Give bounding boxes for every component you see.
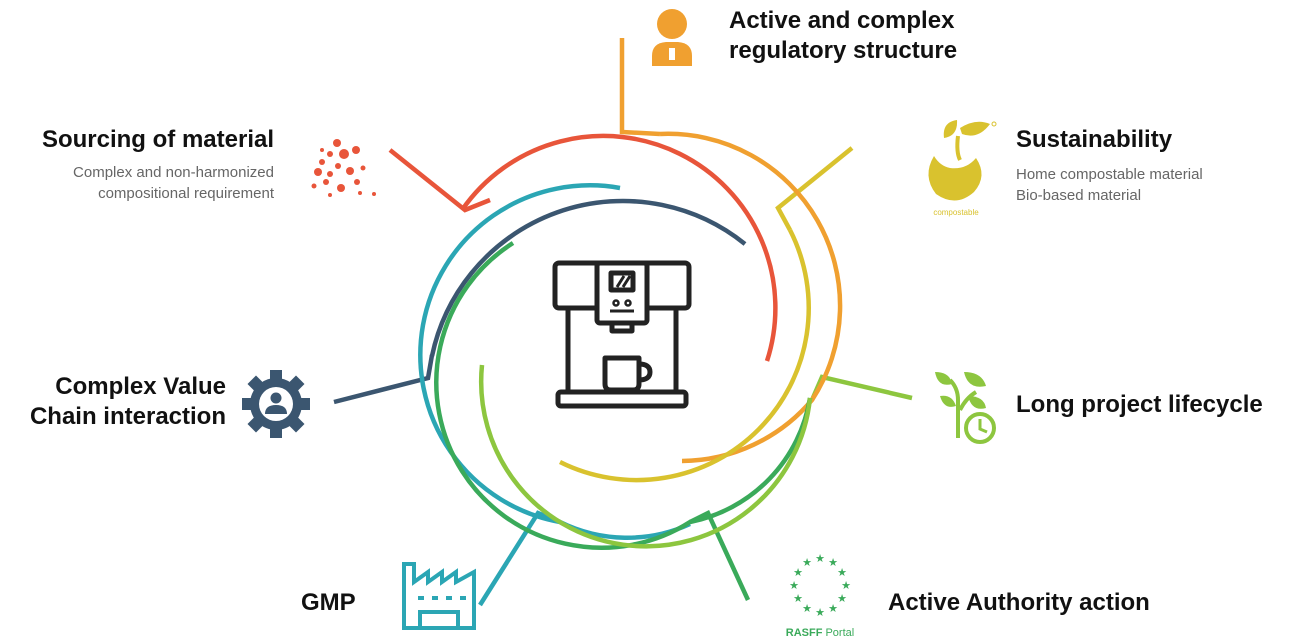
regulatory-title-line-2: regulatory structure — [729, 37, 958, 64]
value-chain-title-line-2: Chain interaction — [29, 403, 226, 430]
svg-text:★: ★ — [802, 602, 812, 615]
spoke-value-chain — [333, 354, 435, 405]
svg-text:★: ★ — [841, 579, 851, 592]
regulatory-title: Active and complex regulatory structure — [729, 6, 957, 66]
dots-icon — [311, 139, 376, 197]
arc-lime — [478, 364, 813, 549]
svg-text:★: ★ — [837, 592, 847, 605]
arc-yellow — [558, 228, 811, 483]
svg-text:★: ★ — [828, 556, 838, 569]
rasff-logo-bold: RASFF — [786, 627, 823, 639]
spoke-authority — [688, 509, 751, 601]
arc-green — [434, 241, 813, 550]
value-chain-title-line-1: Complex Value — [55, 373, 226, 400]
lifecycle-title: Long project lifecycle — [1016, 391, 1263, 418]
sourcing-title: Sourcing of material — [41, 126, 274, 153]
sourcing-desc: Complex and non-harmonized compositional… — [73, 162, 274, 204]
gear-person-icon — [242, 370, 310, 438]
spoke-sustainability — [775, 146, 854, 232]
sustainability-desc-line-1: Home compostable material — [1016, 166, 1203, 183]
compostable-logo-text: compostable — [933, 208, 979, 217]
sourcing-desc-line-2: compositional requirement — [98, 185, 274, 202]
svg-text:★: ★ — [793, 566, 803, 579]
authority-title: Active Authority action — [888, 589, 1150, 616]
sourcing-desc-line-1: Complex and non-harmonized — [73, 164, 274, 181]
svg-text:★: ★ — [789, 579, 799, 592]
value-chain-title: Complex Value Chain interaction — [30, 372, 226, 432]
sustainability-title: Sustainability — [1016, 126, 1173, 153]
arc-navy — [429, 198, 747, 357]
svg-text:★: ★ — [828, 602, 838, 615]
person-badge-icon — [652, 9, 692, 66]
spoke-sourcing — [388, 148, 491, 213]
svg-text:★: ★ — [802, 556, 812, 569]
eu-stars-icon: ★★★ ★★★ ★★★ ★★★ — [789, 552, 851, 619]
arc-red — [460, 133, 778, 362]
svg-text:★: ★ — [837, 566, 847, 579]
svg-text:★: ★ — [815, 606, 825, 619]
rasff-logo-portal: Portal — [825, 627, 854, 639]
sustainability-desc-line-2: Bio-based material — [1016, 187, 1142, 204]
sustainability-desc: Home compostable material Bio-based mate… — [1016, 164, 1203, 206]
arc-teal — [418, 183, 691, 540]
regulatory-title-line-1: Active and complex — [729, 7, 955, 34]
factory-icon — [402, 562, 476, 630]
compostable-seedling-icon: compostable — [928, 120, 997, 217]
coffee-machine-icon — [552, 260, 692, 409]
svg-text:★: ★ — [815, 552, 825, 565]
svg-text:★: ★ — [793, 592, 803, 605]
spoke-regulatory — [619, 38, 661, 137]
gmp-title: GMP — [301, 589, 356, 616]
arc-orange — [659, 131, 843, 464]
plant-clock-icon — [935, 372, 996, 444]
spoke-lifecycle — [809, 374, 913, 401]
